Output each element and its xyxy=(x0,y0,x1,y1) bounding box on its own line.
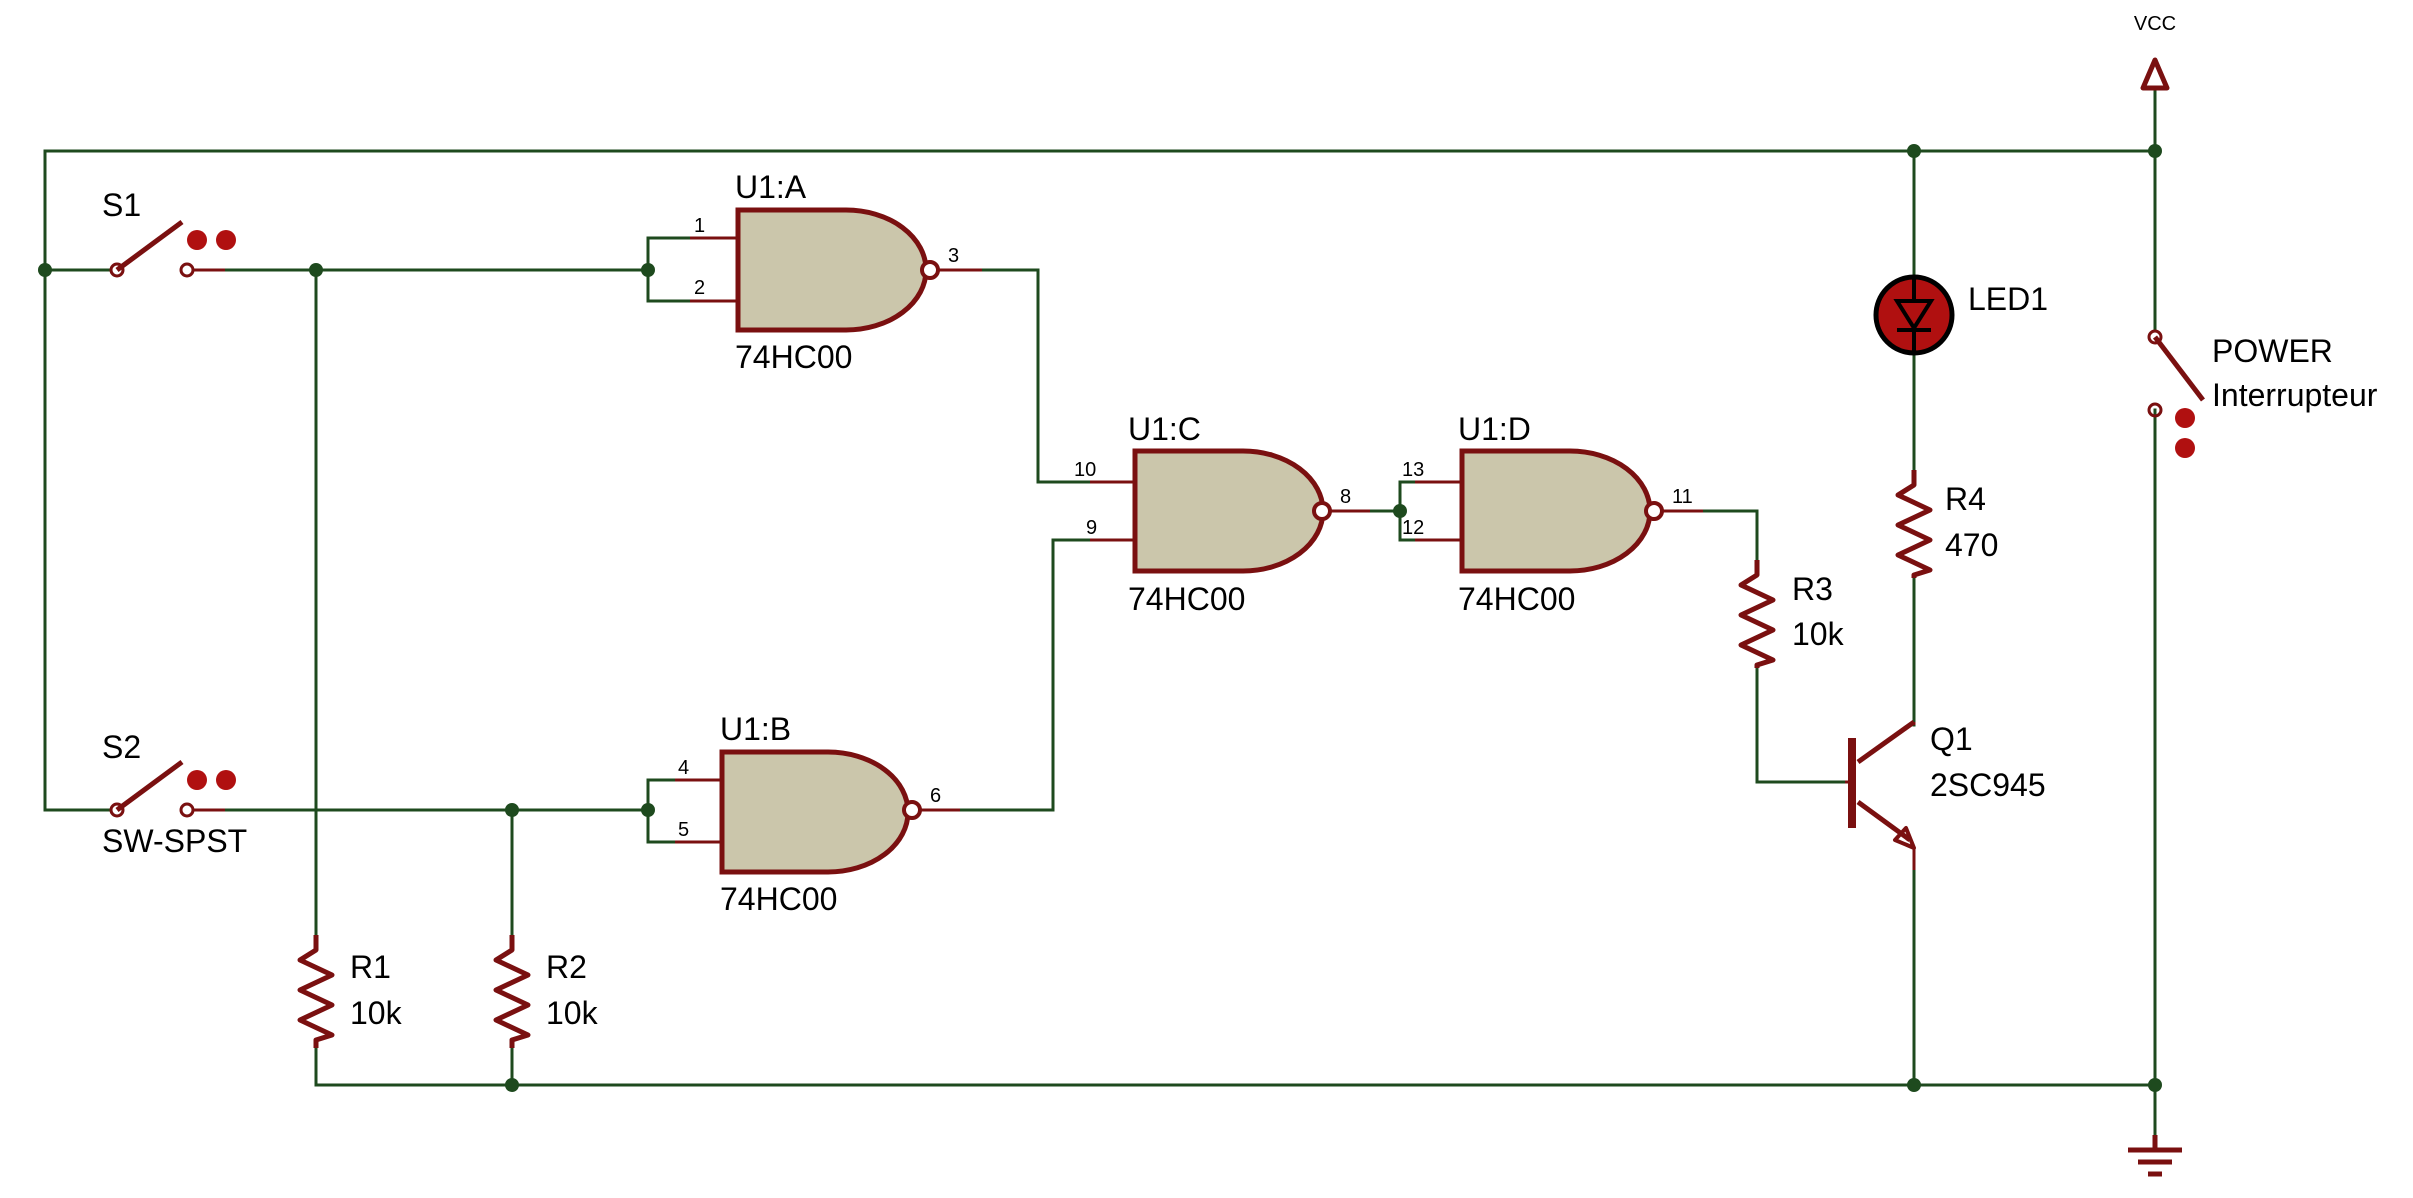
pin-number: 12 xyxy=(1402,517,1424,539)
junction-node xyxy=(641,263,655,277)
junction-node xyxy=(1907,1078,1921,1092)
pin-number: 6 xyxy=(930,785,941,807)
junction-node xyxy=(2148,144,2162,158)
gate-u1d-part: 74HC00 xyxy=(1458,581,1575,617)
resistor-r4-value: 470 xyxy=(1945,527,1998,563)
led1[interactable]: LED1 xyxy=(1873,274,2048,356)
switch-s2-ref: S2 xyxy=(102,729,141,765)
resistor-r3-value: 10k xyxy=(1792,616,1845,652)
resistor-r4-ref: R4 xyxy=(1945,481,1986,517)
junction-node xyxy=(505,1078,519,1092)
junction-node xyxy=(309,263,323,277)
gate-u1b-ref: U1:B xyxy=(720,711,791,747)
resistor-r1-ref: R1 xyxy=(350,949,391,985)
switch-s1-ref: S1 xyxy=(102,187,141,223)
resistor-r4[interactable]: R4 470 xyxy=(1895,470,1998,578)
switch-state-indicator[interactable] xyxy=(187,770,207,790)
gate-u1a[interactable]: 1 2 3 U1:A 74HC00 xyxy=(690,169,982,375)
pin-number: 3 xyxy=(948,245,959,267)
pin-number: 2 xyxy=(694,277,705,299)
gate-u1c[interactable]: 10 9 8 U1:C 74HC00 xyxy=(1074,411,1370,617)
transistor-q1-ref: Q1 xyxy=(1930,721,1973,757)
switch-state-indicator[interactable] xyxy=(2175,438,2195,458)
inverter-bubble xyxy=(920,260,940,280)
switch-s2[interactable]: S2 SW-SPST xyxy=(102,729,247,859)
pin-number: 10 xyxy=(1074,459,1096,481)
switch-state-indicator[interactable] xyxy=(216,770,236,790)
switch-state-indicator[interactable] xyxy=(187,230,207,250)
vcc-arrow-icon xyxy=(2140,57,2170,91)
pin-number: 5 xyxy=(678,819,689,841)
pin-number: 9 xyxy=(1086,517,1097,539)
switch-state-indicator[interactable] xyxy=(2175,408,2195,428)
junction-node xyxy=(1393,504,1407,518)
pin-number: 13 xyxy=(1402,459,1424,481)
junction-node xyxy=(2148,1078,2162,1092)
transistor-q1-part: 2SC945 xyxy=(1930,767,2046,803)
resistor-r3[interactable]: R3 10k xyxy=(1738,560,1845,668)
vcc-terminal[interactable]: VCC xyxy=(2134,13,2176,91)
gate-u1b[interactable]: 4 5 6 U1:B 74HC00 xyxy=(675,711,960,917)
inverter-bubble xyxy=(902,800,922,820)
gate-u1a-part: 74HC00 xyxy=(735,339,852,375)
gate-u1b-part: 74HC00 xyxy=(720,881,837,917)
switch-power[interactable]: POWER Interrupteur xyxy=(2147,329,2378,458)
resistor-r3-ref: R3 xyxy=(1792,571,1833,607)
gate-u1d[interactable]: 13 12 11 U1:D 74HC00 xyxy=(1402,411,1703,617)
resistor-r1-value: 10k xyxy=(350,995,403,1031)
resistor-r2-value: 10k xyxy=(546,995,599,1031)
resistor-r2-ref: R2 xyxy=(546,949,587,985)
switch-state-indicator[interactable] xyxy=(216,230,236,250)
switch-s2-value: SW-SPST xyxy=(102,823,247,859)
gate-u1d-ref: U1:D xyxy=(1458,411,1531,447)
pin-number: 8 xyxy=(1340,486,1351,508)
junction-node xyxy=(1907,144,1921,158)
switch-power-value: Interrupteur xyxy=(2212,377,2378,413)
vcc-label: VCC xyxy=(2134,13,2176,35)
ground-symbol xyxy=(2128,1135,2182,1177)
junction-nodes xyxy=(38,144,2162,1092)
transistor-q1[interactable]: Q1 2SC945 xyxy=(1845,719,2046,870)
gate-u1a-ref: U1:A xyxy=(735,169,807,205)
inverter-bubble xyxy=(1644,501,1664,521)
gate-u1c-ref: U1:C xyxy=(1128,411,1201,447)
pin-number: 1 xyxy=(694,215,705,237)
led1-ref: LED1 xyxy=(1968,281,2048,317)
switch-power-ref: POWER xyxy=(2212,333,2333,369)
inverter-bubble xyxy=(1312,501,1332,521)
pin-number: 11 xyxy=(1672,486,1693,508)
switch-s1[interactable]: S1 xyxy=(102,187,236,278)
wires xyxy=(43,90,2157,1137)
gate-u1c-part: 74HC00 xyxy=(1128,581,1245,617)
pin-number: 4 xyxy=(678,757,689,779)
resistor-r2[interactable]: R2 10k xyxy=(493,935,599,1048)
junction-node xyxy=(38,263,52,277)
junction-node xyxy=(641,803,655,817)
junction-node xyxy=(505,803,519,817)
resistor-r1[interactable]: R1 10k xyxy=(297,935,403,1048)
